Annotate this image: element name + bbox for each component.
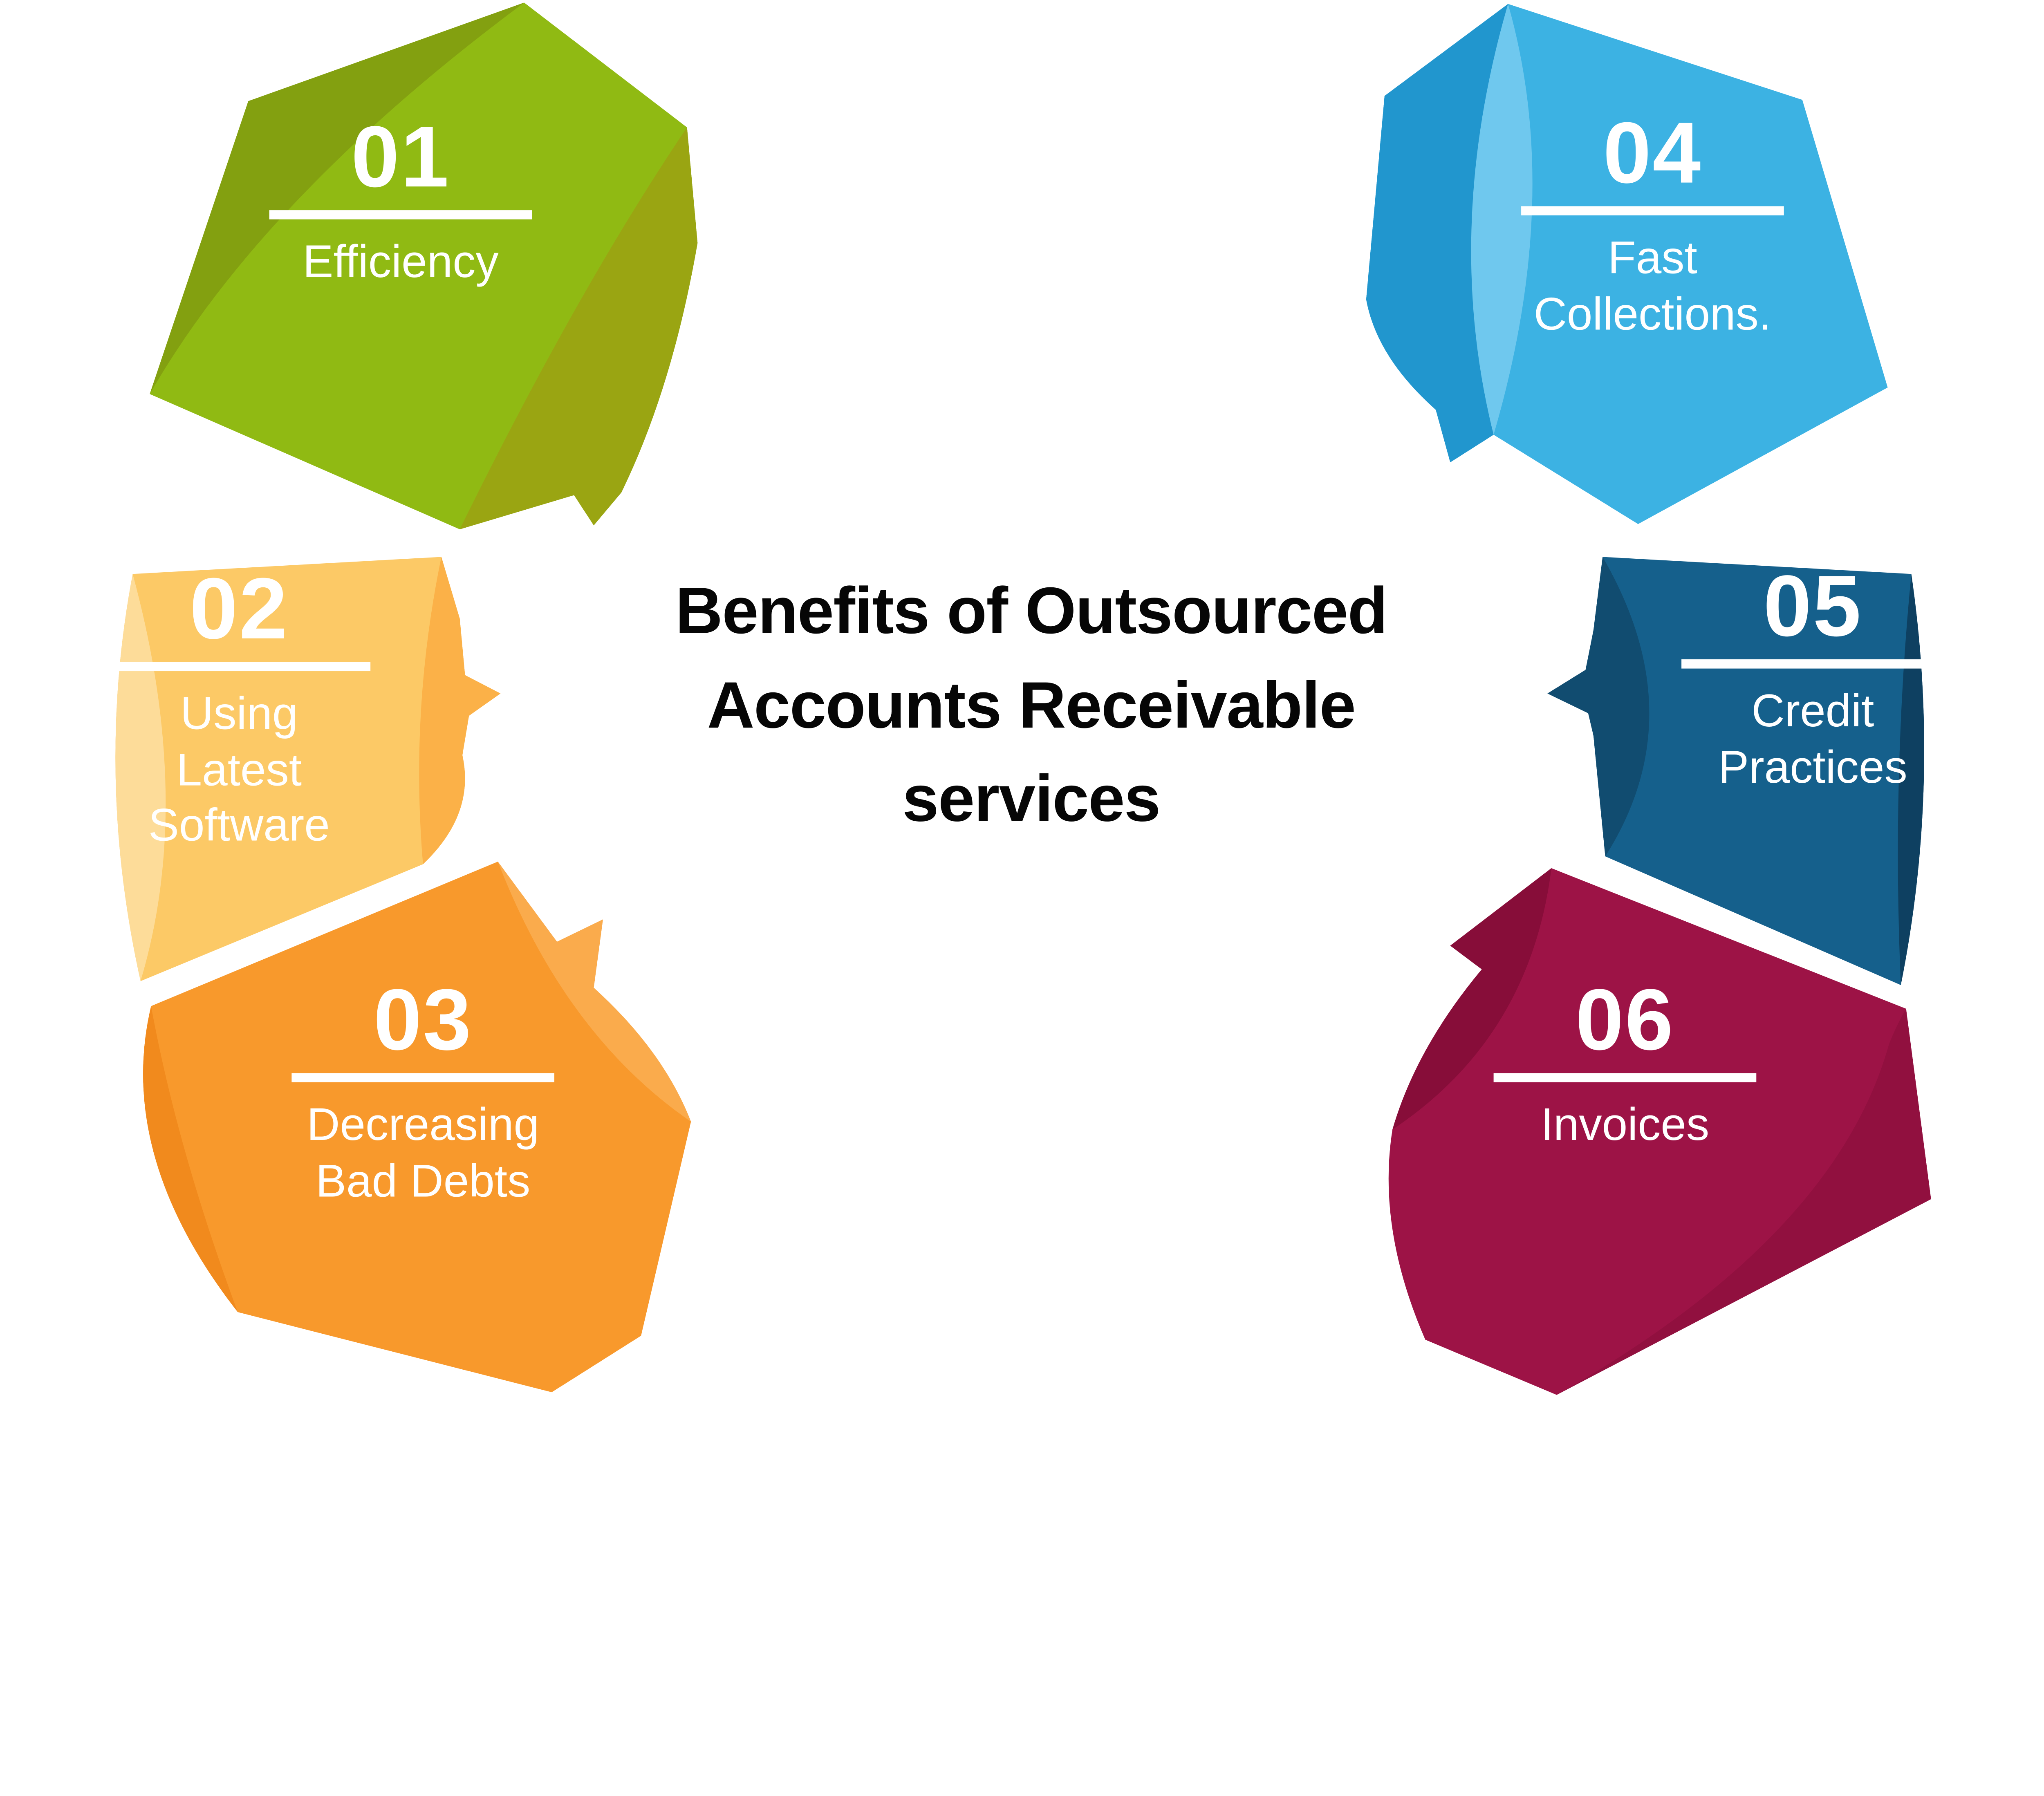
- segment-02-arrow-tip-band: [419, 557, 501, 864]
- segment-06-corner-fold: [1392, 868, 1551, 1130]
- segment-01-corner-fold: [150, 2, 524, 394]
- page-title: Benefits of Outsourced Accounts Receivab…: [675, 574, 1388, 835]
- infographic-stage: 01 Efficiency 02 Using Latest Software 0…: [115, 2, 1931, 1395]
- segment-03-body-shape: [143, 861, 691, 1393]
- segment-01-inner-arc-band: [459, 127, 698, 529]
- segment-03-shape-group: [143, 861, 691, 1393]
- segment-06-shape-group: [1388, 868, 1931, 1395]
- segment-05-arrow-tip-band: [1547, 557, 1650, 857]
- segment-01-shape-group: [150, 2, 698, 529]
- segment-03-inner-arc-band: [498, 861, 691, 1122]
- segment-05-right-edge-sweep: [1898, 574, 1924, 985]
- segment-03-left-edge-strip: [143, 1006, 238, 1312]
- segment-04-shape-group: [1366, 4, 1888, 524]
- segment-02-outer-light-band: [115, 574, 166, 981]
- segment-06-right-edge-sweep: [1556, 1008, 1931, 1395]
- segments-canvas: [115, 2, 1931, 1395]
- segment-04-outer-dark-strip: [1366, 4, 1508, 463]
